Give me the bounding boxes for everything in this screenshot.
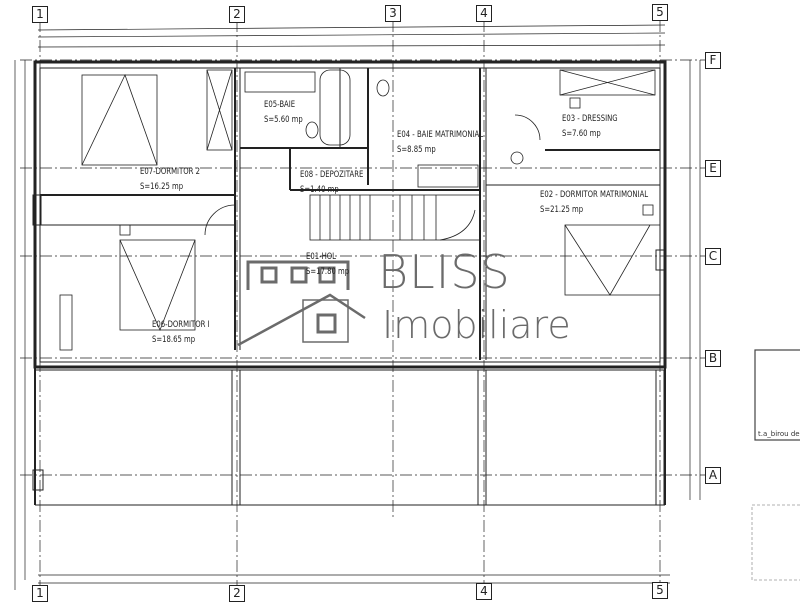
columns xyxy=(32,194,665,506)
axis-tag-5-bottom: 5 xyxy=(652,582,668,599)
axis-tag-1-bottom: 1 xyxy=(32,585,48,602)
axis-tag-F: F xyxy=(705,52,721,69)
watermark-imobiliare: Imobiliare xyxy=(382,303,571,347)
stairs xyxy=(309,194,481,241)
axis-tag-1-top: 1 xyxy=(32,6,48,23)
watermark-bliss: BLISS xyxy=(378,245,511,299)
axis-tag-C: C xyxy=(705,248,721,265)
axis-tag-2-bottom: 2 xyxy=(229,585,245,602)
axis-tag-4-bottom: 4 xyxy=(476,583,492,600)
side-frame xyxy=(754,349,800,441)
furniture xyxy=(59,69,661,351)
side-label: t.a_birou de xyxy=(758,430,800,438)
axis-tag-E: E xyxy=(705,160,721,177)
axis-tag-A: A xyxy=(705,467,721,484)
axis-tag-5-top: 5 xyxy=(652,4,668,21)
dimension-lines xyxy=(14,24,701,590)
axis-tag-4-top: 4 xyxy=(476,5,492,22)
watermark-logo-icon xyxy=(237,260,366,347)
walls xyxy=(33,60,667,506)
axis-tag-B: B xyxy=(705,350,721,367)
axis-tag-3-top: 3 xyxy=(385,5,401,22)
axis-tag-2-top: 2 xyxy=(229,6,245,23)
stamp-box xyxy=(751,504,800,581)
